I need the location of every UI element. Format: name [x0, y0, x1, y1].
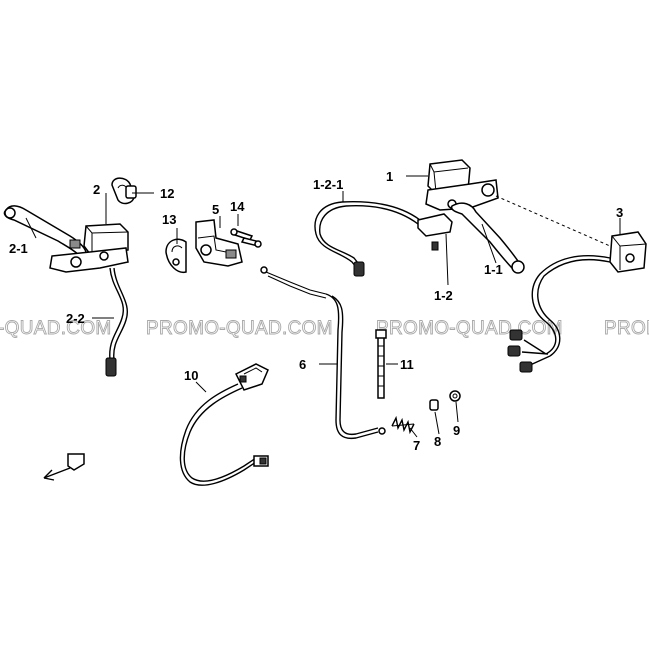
clamp-part-13 [165, 238, 187, 274]
throttle-cable-part-6 [260, 266, 386, 440]
leader-lines [25, 175, 621, 438]
throttle-housing-part-5 [195, 219, 243, 267]
right-brake-lever [450, 202, 521, 272]
label-part-8: 8 [434, 434, 441, 449]
handlebar-switch-part-3 [507, 231, 647, 373]
spring-part-7 [391, 415, 415, 435]
screws-part-14 [230, 228, 262, 248]
clamp-part-12 [111, 177, 137, 205]
label-part-3: 3 [616, 205, 623, 220]
watermark-right: PROMO [604, 318, 649, 339]
cable-tie-part-11 [375, 329, 387, 399]
watermark-1: PROMO-QUAD.COM [146, 318, 333, 339]
label-part-6: 6 [299, 357, 306, 372]
watermark-left: -QUAD.COM [0, 318, 112, 339]
nut-part-9 [449, 390, 461, 402]
left-lever-assembly [3, 205, 129, 377]
left-master-cylinder-body [49, 247, 129, 273]
right-lever-assembly [314, 159, 611, 277]
label-part-2: 2 [93, 182, 100, 197]
part-labels: 2 2-1 2-2 12 13 5 14 1-2-1 1 1-1 1-2 3 6… [9, 169, 623, 453]
label-part-1-1: 1-1 [484, 262, 503, 277]
label-part-14: 14 [230, 199, 245, 214]
label-part-12: 12 [160, 186, 174, 201]
label-part-2-2: 2-2 [66, 311, 85, 326]
label-part-11: 11 [400, 357, 414, 372]
label-part-5: 5 [212, 202, 219, 217]
direction-arrow-icon [43, 453, 85, 481]
left-switch-wire [109, 267, 124, 361]
label-part-10: 10 [184, 368, 198, 383]
label-part-1: 1 [386, 169, 393, 184]
label-part-1-2-1: 1-2-1 [313, 177, 343, 192]
brake-switch-block [417, 213, 453, 237]
brake-switch-cable [314, 201, 361, 273]
small-part-8 [429, 399, 439, 411]
label-part-1-2: 1-2 [434, 288, 453, 303]
watermark-2: PROMO-QUAD.COM [376, 318, 563, 339]
left-master-cylinder-reservoir [83, 223, 129, 255]
label-part-2-1: 2-1 [9, 241, 28, 256]
label-part-7: 7 [413, 438, 420, 453]
switch-harness-part-10 [179, 363, 269, 486]
alignment-dash-line [495, 195, 611, 247]
label-part-9: 9 [453, 423, 460, 438]
label-part-13: 13 [162, 212, 176, 227]
